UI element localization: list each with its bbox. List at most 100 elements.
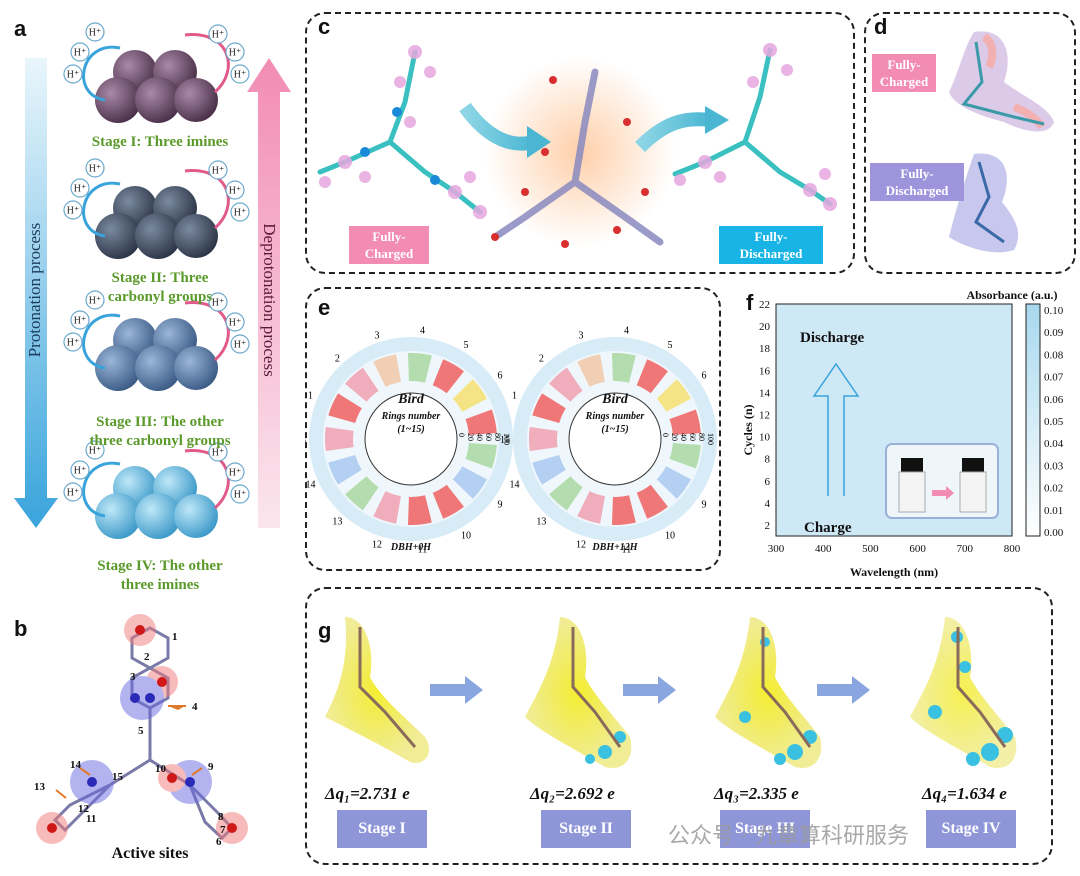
- panel-d-graphics: [949, 31, 1054, 253]
- panel-g-graphics: [325, 617, 1017, 768]
- ring-segment: [465, 443, 497, 469]
- svg-text:H⁺: H⁺: [89, 28, 102, 39]
- watermark: 公众号 · 九章算科研服务: [668, 824, 909, 849]
- ring-segment: [328, 454, 362, 485]
- scale-tick: 100: [706, 433, 715, 445]
- ring-number: 2: [335, 353, 340, 364]
- svg-text:H⁺: H⁺: [234, 70, 247, 81]
- y-tick: 16: [759, 365, 771, 377]
- svg-text:H⁺: H⁺: [234, 208, 247, 219]
- ring-number: 14: [306, 480, 316, 491]
- ring-number: 5: [464, 340, 469, 351]
- ring-number: 11: [622, 544, 632, 555]
- radial1-sub1: Rings number: [381, 411, 441, 422]
- ring-segment: [345, 476, 379, 511]
- scale-tick: 0: [661, 433, 670, 437]
- ring-segment: [465, 409, 497, 435]
- svg-text:H⁺: H⁺: [89, 446, 102, 457]
- dq1-label: Δq₁=2.731 e: [325, 784, 410, 803]
- svg-text:H⁺: H⁺: [212, 166, 225, 177]
- panel-c-graphics: [317, 43, 837, 248]
- ring-segment: [452, 379, 487, 412]
- svg-text:H⁺: H⁺: [67, 488, 80, 499]
- colorbar-tick: 0.01: [1044, 505, 1063, 517]
- svg-text:3: 3: [130, 671, 136, 683]
- ring-number: 1: [308, 390, 313, 401]
- colorbar-tick: 0.10: [1044, 305, 1064, 317]
- ring-segment: [669, 409, 701, 435]
- scale-tick: 40: [679, 433, 688, 441]
- active-sites-caption: Active sites: [111, 845, 189, 862]
- colorbar-tick: 0.07: [1044, 372, 1064, 384]
- ring-number: 3: [579, 330, 584, 341]
- svg-text:H⁺: H⁺: [67, 70, 80, 81]
- protonation-arrow: [14, 58, 58, 528]
- stage4-cluster: [95, 466, 218, 539]
- deprotonation-arrow: [247, 58, 291, 528]
- svg-text:6: 6: [216, 836, 222, 848]
- svg-text:H⁺: H⁺: [74, 184, 87, 195]
- x-tick: 400: [815, 543, 832, 555]
- scale-tick: 80: [697, 433, 706, 441]
- radial-chart-1: 345678910111213141512020406080100: [305, 326, 521, 556]
- panel-e-frame: [305, 287, 721, 571]
- svg-text:H⁺: H⁺: [229, 186, 242, 197]
- ring-number: 6: [497, 370, 502, 381]
- ring-number: 11: [418, 544, 428, 555]
- svg-text:H⁺: H⁺: [212, 30, 225, 41]
- ring-number: 3: [375, 330, 380, 341]
- y-tick: 10: [759, 432, 771, 444]
- ring-segment: [611, 353, 636, 383]
- panel-a-letter: a: [14, 16, 27, 41]
- cdd-stage2: [525, 617, 632, 768]
- ring-segment: [532, 454, 566, 485]
- x-tick: 700: [957, 543, 974, 555]
- ring-segment: [328, 393, 362, 424]
- ring-number: 1: [512, 390, 517, 401]
- dq2-label: Δq₂=2.692 e: [530, 784, 615, 803]
- svg-text:7: 7: [220, 824, 226, 836]
- active-sites-molecule: 1 2 3 4 5 6 7 8 9 10 11 12 13 14 15: [34, 614, 248, 848]
- ring-segment: [636, 484, 668, 519]
- svg-text:1: 1: [172, 631, 178, 643]
- ring-segment: [345, 367, 379, 402]
- stage2-cluster: [95, 186, 218, 259]
- panel-e-graphics: 345678910111213141512020406080100 345678…: [305, 326, 721, 556]
- ring-number: 6: [701, 370, 706, 381]
- ring-number: 14: [510, 480, 520, 491]
- svg-text:H⁺: H⁺: [229, 318, 242, 329]
- g-arrow-3: [817, 676, 870, 704]
- svg-text:13: 13: [34, 781, 46, 793]
- panel-c-frame: [305, 12, 855, 274]
- ring-segment: [549, 476, 583, 511]
- x-axis-label: Wavelength (nm): [850, 565, 938, 579]
- scale-tick: 100: [502, 433, 511, 445]
- stage3-box: Stage III: [720, 810, 810, 848]
- x-tick: 500: [862, 543, 879, 555]
- svg-text:14: 14: [70, 759, 82, 771]
- svg-text:H⁺: H⁺: [234, 340, 247, 351]
- colorbar-tick: 0.03: [1044, 460, 1064, 472]
- fully-charged-tag-d: Fully-Charged: [872, 54, 936, 92]
- scale-tick: 40: [475, 433, 484, 441]
- ring-number: 10: [665, 530, 675, 541]
- svg-text:H⁺: H⁺: [229, 468, 242, 479]
- stage3-cluster: [95, 318, 218, 391]
- y-tick: 6: [765, 476, 771, 488]
- ring-number: 4: [624, 326, 629, 337]
- panel-g-frame: [305, 587, 1053, 865]
- scale-tick: 80: [493, 433, 502, 441]
- svg-text:H⁺: H⁺: [74, 466, 87, 477]
- ring-segment: [407, 353, 432, 383]
- stage1-cluster: [95, 50, 218, 123]
- ring-number: 7: [720, 412, 721, 423]
- ring-number: 15: [305, 435, 306, 446]
- stage1-box: Stage I: [337, 810, 427, 848]
- x-tick: 600: [909, 543, 926, 555]
- y-tick: 14: [759, 387, 771, 399]
- panel-b: 1 2 3 4 5 6 7 8 9 10 11 12 13 14 15 Acti…: [0, 610, 300, 876]
- discharge-label: Discharge: [800, 330, 864, 346]
- svg-text:H⁺: H⁺: [67, 206, 80, 217]
